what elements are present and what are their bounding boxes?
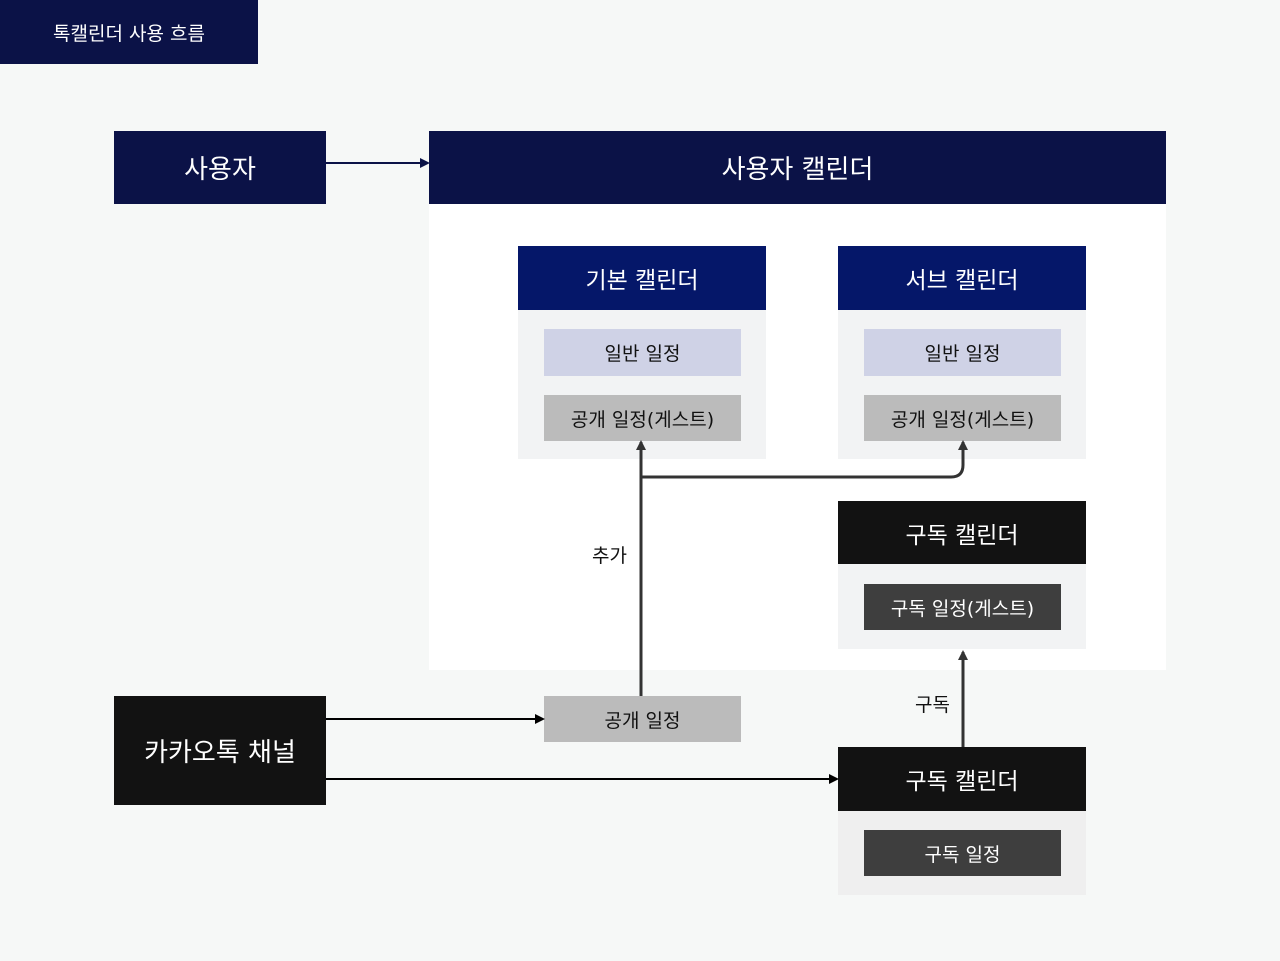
user-calendar-header: 사용자 캘린더 [429,131,1166,204]
sub-calendar-general-schedule: 일반 일정 [864,329,1061,376]
add-edge-label: 추가 [592,545,627,567]
basic-calendar-public-schedule: 공개 일정(게스트) [544,395,741,441]
user-node: 사용자 [114,131,326,204]
arrow-branch-to-sub-calendar [641,440,968,479]
channel-subscribed-calendar-title: 구독 캘린더 [838,747,1086,811]
channel-subscribed-schedule: 구독 일정 [864,830,1061,876]
sub-calendar-public-schedule: 공개 일정(게스트) [864,395,1061,441]
sub-calendar-title: 서브 캘린더 [838,246,1086,310]
subscribe-edge-label: 구독 [915,694,950,716]
page-title-tab: 톡캘린더 사용 흐름 [0,0,258,64]
kakao-channel-node: 카카오톡 채널 [114,696,326,805]
basic-calendar-general-schedule: 일반 일정 [544,329,741,376]
channel-public-schedule: 공개 일정 [544,696,741,742]
subscribed-calendar-title: 구독 캘린더 [838,501,1086,564]
basic-calendar-title: 기본 캘린더 [518,246,766,310]
subscribed-calendar-guest-schedule: 구독 일정(게스트) [864,584,1061,630]
